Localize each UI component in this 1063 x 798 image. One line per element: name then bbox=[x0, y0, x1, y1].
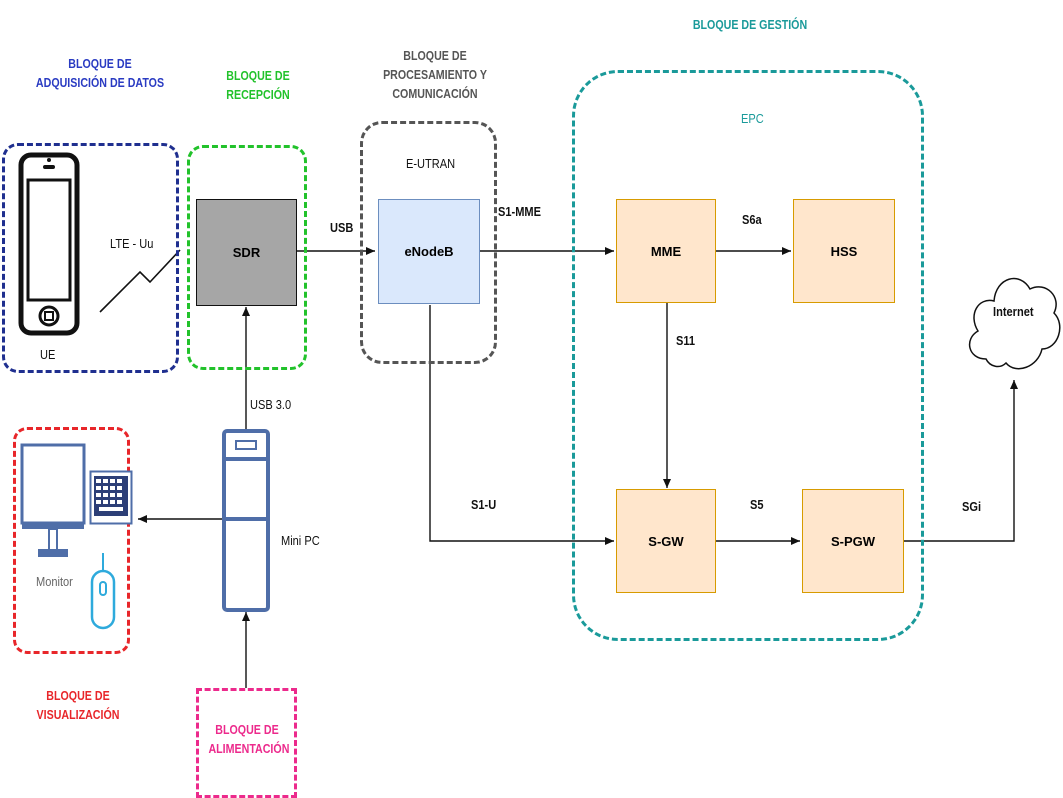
heading-processing: BLOQUE DE PROCESAMIENTO Y COMUNICACIÓN bbox=[383, 48, 487, 101]
node-hss: HSS bbox=[793, 199, 895, 303]
region-reception bbox=[187, 145, 307, 370]
heading-power: BLOQUE DE ALIMENTACIÓN bbox=[208, 722, 290, 756]
heading-reception: BLOQUE DE RECEPCIÓN bbox=[226, 68, 290, 102]
node-spgw: S-PGW bbox=[802, 489, 904, 593]
heading-management: BLOQUE DE GESTIÓN bbox=[692, 17, 808, 32]
region-acquisition bbox=[2, 143, 179, 373]
link-label-sgi: SGi bbox=[962, 499, 982, 514]
link-label-s11: S11 bbox=[676, 333, 696, 348]
link-label-s6a: S6a bbox=[742, 212, 762, 227]
edge-spgw-internet bbox=[904, 380, 1018, 542]
monitor-label: Monitor bbox=[36, 574, 73, 589]
monitor-icon bbox=[20, 443, 86, 557]
node-sdr: SDR bbox=[196, 199, 297, 306]
lte-signal-zigzag bbox=[99, 249, 181, 313]
ue-label: UE bbox=[40, 347, 56, 362]
node-mme: MME bbox=[616, 199, 716, 303]
group-label-epc: EPC bbox=[741, 111, 764, 126]
link-label-s1-u: S1-U bbox=[471, 497, 497, 512]
region-visualization bbox=[13, 427, 130, 654]
cloud-icon bbox=[968, 277, 1061, 370]
heading-visualization: BLOQUE DE VISUALIZACIÓN bbox=[36, 688, 120, 722]
region-eutran bbox=[360, 121, 497, 364]
keyboard-icon bbox=[89, 470, 133, 525]
edge-enodeb-sgw bbox=[429, 305, 614, 545]
internet-label: Internet bbox=[993, 304, 1034, 319]
smartphone-icon bbox=[18, 152, 80, 336]
mouse-icon bbox=[90, 552, 116, 630]
link-label-s5: S5 bbox=[750, 497, 764, 512]
group-label-eutran: E-UTRAN bbox=[406, 156, 456, 171]
node-enodeb: eNodeB bbox=[378, 199, 480, 304]
minipc-label: Mini PC bbox=[281, 533, 320, 548]
link-label-usb: USB bbox=[330, 220, 354, 235]
region-epc bbox=[572, 70, 924, 641]
link-label-usb3: USB 3.0 bbox=[250, 397, 292, 412]
link-label-s1-mme: S1-MME bbox=[498, 204, 541, 219]
link-label-lte-uu: LTE - Uu bbox=[110, 236, 154, 251]
heading-acquisition: BLOQUE DE ADQUISICIÓN DE DATOS bbox=[35, 56, 165, 90]
node-sgw: S-GW bbox=[616, 489, 716, 593]
tower-pc-icon bbox=[222, 429, 270, 612]
